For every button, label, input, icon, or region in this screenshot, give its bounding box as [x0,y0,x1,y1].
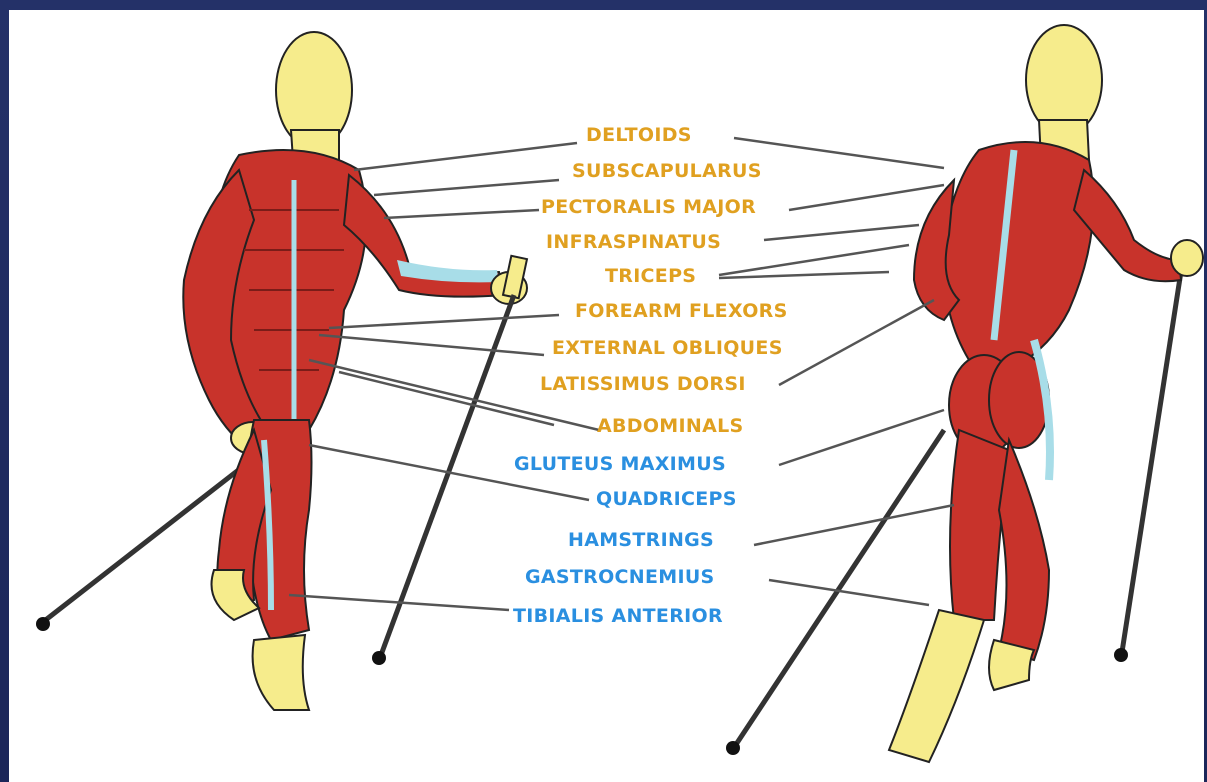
label-subscapularus: SUBSCAPULARUS [572,160,762,182]
front-figure [36,32,527,710]
label-forearm-flexors: FOREARM FLEXORS [575,300,788,322]
label-deltoids: DELTOIDS [586,124,692,146]
diagram-panel: DELTOIDS SUBSCAPULARUS PECTORALIS MAJOR … [9,10,1204,782]
label-infraspinatus: INFRASPINATUS [546,231,721,253]
label-abdominals: ABDOMINALS [597,415,743,437]
label-hamstrings: HAMSTRINGS [568,529,714,551]
label-pectoralis-major: PECTORALIS MAJOR [541,196,756,218]
label-tibialis-anterior: TIBIALIS ANTERIOR [513,605,723,627]
label-latissimus-dorsi: LATISSIMUS DORSI [540,373,746,395]
back-figure [726,25,1203,762]
label-quadriceps: QUADRICEPS [596,488,737,510]
label-gastrocnemius: GASTROCNEMIUS [525,566,715,588]
label-external-obliques: EXTERNAL OBLIQUES [552,337,783,359]
label-gluteus-maximus: GLUTEUS MAXIMUS [514,453,726,475]
label-triceps: TRICEPS [605,265,696,287]
